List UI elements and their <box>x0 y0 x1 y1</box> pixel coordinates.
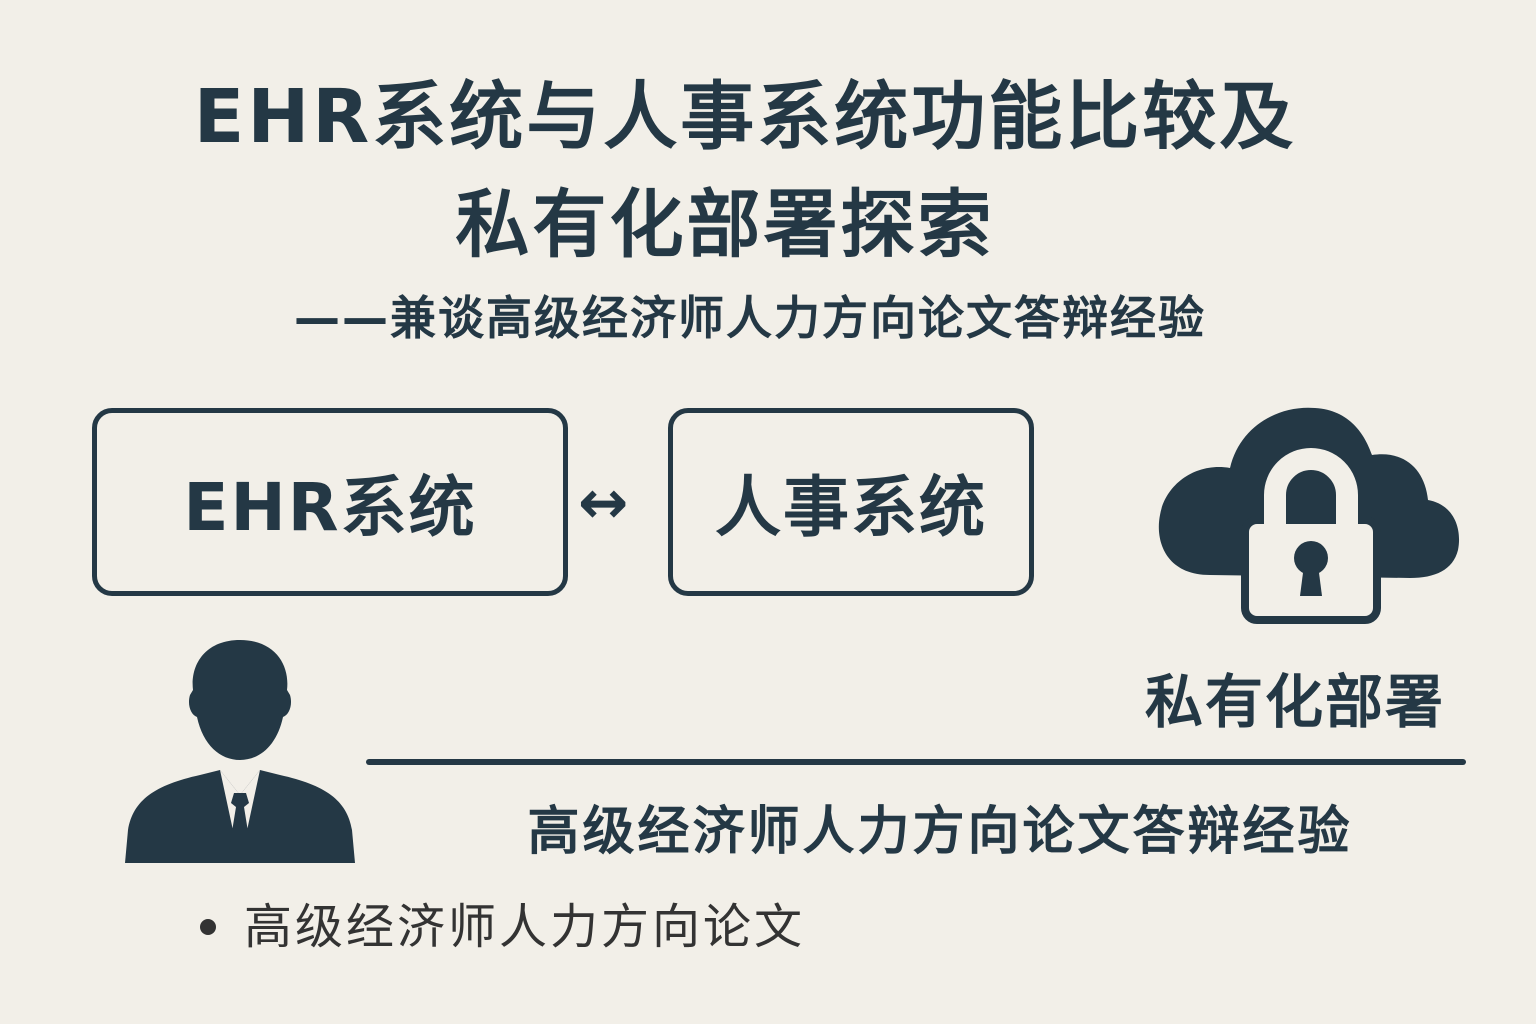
experience-heading: 高级经济师人力方向论文答辩经验 <box>527 802 1353 862</box>
divider <box>366 759 1466 765</box>
hr-system-box: 人事系统 <box>668 408 1034 596</box>
title-line-1: EHR系统与人事系统功能比较及 <box>193 74 1297 160</box>
businessman-icon <box>125 640 355 863</box>
private-deployment-label: 私有化部署 <box>1144 668 1445 736</box>
ehr-system-box: EHR系统 <box>92 408 568 596</box>
cloud-lock-icon <box>1158 407 1460 624</box>
title-line-2: 私有化部署探索 <box>455 182 995 268</box>
ehr-system-label: EHR系统 <box>183 469 477 546</box>
hr-system-label: 人事系统 <box>715 469 987 546</box>
bullet-item: 高级经济师人力方向论文 <box>200 895 805 959</box>
bullet-dot-icon <box>200 919 216 935</box>
bidirectional-arrow-icon: ↔ <box>578 468 629 538</box>
subtitle: ——兼谈高级经济师人力方向论文答辩经验 <box>294 291 1206 345</box>
bullet-text: 高级经济师人力方向论文 <box>244 899 806 955</box>
